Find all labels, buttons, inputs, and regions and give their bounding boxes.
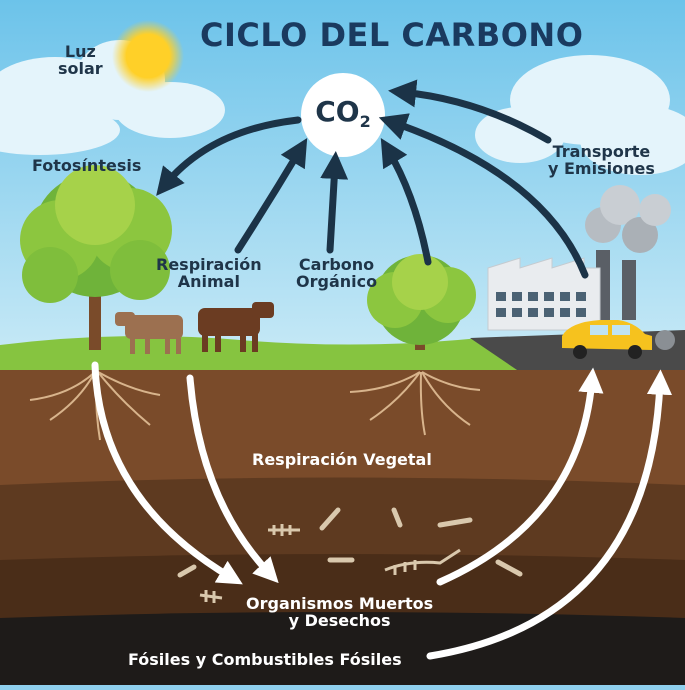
label-transport-line2: y Emisiones <box>548 158 655 178</box>
sun-icon <box>112 20 184 92</box>
fossil-bones <box>177 507 523 578</box>
label-dead-organisms: Organismos Muertos y Desechos <box>246 594 434 630</box>
arrow-animal-to-dead <box>186 374 279 584</box>
label-dead-organisms-line2: y Desechos <box>288 610 391 630</box>
arrow-animal-respiration <box>234 137 308 254</box>
arrow-plant-respiration <box>380 137 432 266</box>
diagram-title: CICLO DEL CARBONO <box>200 16 584 54</box>
label-organic-carbon-line2: Orgánico <box>296 271 378 291</box>
cow-light <box>115 312 183 354</box>
atmosphere-arrows <box>156 79 589 279</box>
label-animal-respiration-line2: Animal <box>177 271 240 291</box>
co2-label: CO2 <box>300 95 386 131</box>
label-photosynthesis: Fotosíntesis <box>32 156 142 175</box>
arrow-tree-to-dead <box>91 361 243 585</box>
soil-mid <box>0 477 685 560</box>
label-fossil-fuels: Fósiles y Combustibles Fósiles <box>128 650 402 669</box>
label-sunlight: Luz solar <box>58 42 103 78</box>
tree-left <box>20 165 172 350</box>
label-organic-carbon-line1: Carbono <box>298 255 375 274</box>
arrow-dead-to-emissions <box>436 367 604 586</box>
factory-windows <box>496 292 586 317</box>
label-sunlight-line2: solar <box>58 58 103 78</box>
cow-dark <box>198 302 274 352</box>
co2-subscript: 2 <box>359 112 371 131</box>
co2-circle <box>301 73 385 157</box>
arrow-organic-carbon <box>320 151 349 254</box>
label-transport: Transporte y Emisiones <box>548 142 655 178</box>
label-transport-line1: Transporte <box>552 142 651 161</box>
label-plant-respiration: Respiración Vegetal <box>252 450 432 469</box>
roots-right-tree <box>349 371 481 436</box>
arrow-transport-top <box>388 79 552 144</box>
fossil-fish <box>199 524 461 603</box>
arrow-transport-emissions <box>378 113 589 279</box>
car <box>562 320 675 359</box>
label-animal-respiration: Respiración Animal <box>156 255 262 291</box>
arrow-photosynthesis <box>156 116 302 196</box>
tree-right <box>367 254 476 350</box>
underground-arrows <box>91 361 673 660</box>
co2-main: CO <box>315 95 360 128</box>
label-sunlight-line1: Luz <box>64 42 96 61</box>
cloud-right <box>475 55 685 175</box>
label-organic-carbon: Carbono Orgánico <box>296 255 378 291</box>
arrow-fossils-to-emissions <box>426 369 673 660</box>
label-dead-organisms-line1: Organismos Muertos <box>246 594 434 613</box>
label-animal-respiration-line1: Respiración <box>156 255 262 274</box>
